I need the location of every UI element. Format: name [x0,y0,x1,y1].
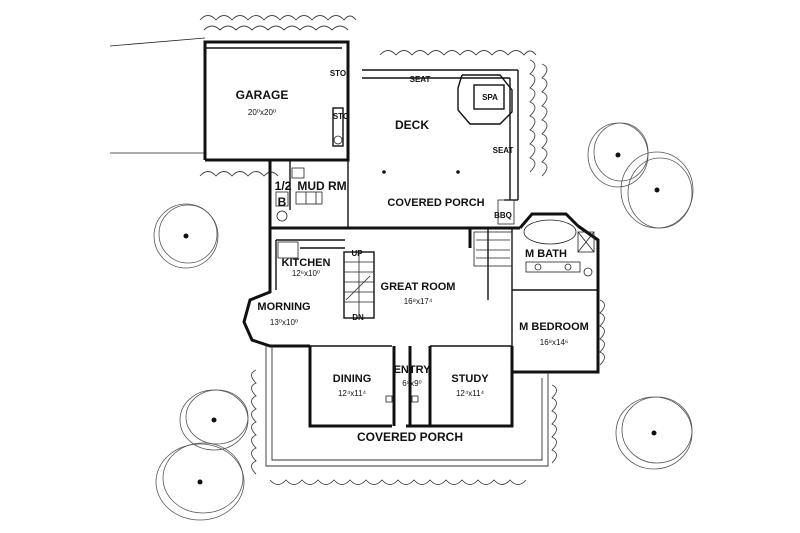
storage-mid-label: STO [333,112,349,121]
garage [203,40,350,162]
tree-lower-right [615,396,693,470]
half-bath-sub-label: B [278,195,287,209]
garage-label: GARAGE [236,88,289,102]
great-room-dims: 16⁸x17⁴ [404,297,433,306]
stair-down-label: DN [352,313,364,322]
mud-room-block [268,160,348,230]
kitchen-dims: 12⁶x10⁰ [292,269,320,278]
dining-label: DINING [333,373,372,385]
deck [347,62,519,228]
rear-porch-label: COVERED PORCH [387,197,484,209]
morning-label: MORNING [257,301,310,313]
half-bath-label: 1/2 [275,179,292,193]
master-bedroom-label: M BEDROOM [519,321,589,333]
front-porch-label: COVERED PORCH [357,430,463,444]
garage-dims: 20⁰x20⁰ [248,108,276,117]
labels: GARAGE 20⁰x20⁰ STO STO SEAT SPA SEAT BBQ… [236,69,589,444]
interior-walls [275,228,598,372]
dining-dims: 12⁴x11⁴ [338,389,367,398]
stair-up-label: UP [351,249,363,258]
shrubs [199,15,605,485]
house-walls [242,212,600,428]
master-bath-label: M BATH [525,248,567,260]
study-label: STUDY [451,373,489,385]
mud-room-label: MUD RM [297,179,346,193]
driveway [109,37,206,154]
tree-lower-left-a [179,389,249,451]
stair [343,251,375,319]
tree-upper-right-b [620,151,694,229]
seat-top-label: SEAT [410,75,431,84]
morning-dims: 13⁰x10⁰ [270,318,298,327]
tree-lower-left-b [155,442,245,521]
trees [153,122,694,521]
study-dims: 12⁴x11⁴ [456,389,485,398]
spa-label: SPA [482,93,498,102]
entry-dims: 6⁸x9⁰ [402,379,421,388]
deck-label: DECK [395,118,429,132]
bbq-label: BBQ [494,211,512,220]
storage-top-label: STO [330,69,346,78]
seat-right-label: SEAT [493,146,514,155]
front-porch [265,346,549,467]
tree-upper-right-a [587,122,649,188]
master-bedroom-dims: 16⁸x14⁶ [540,338,568,347]
great-room-label: GREAT ROOM [381,281,456,293]
kitchen-label: KITCHEN [282,257,331,269]
master-bath-fixtures [523,219,595,277]
tree-upper-left [153,203,219,269]
entry-label: ENTRY [394,364,432,376]
